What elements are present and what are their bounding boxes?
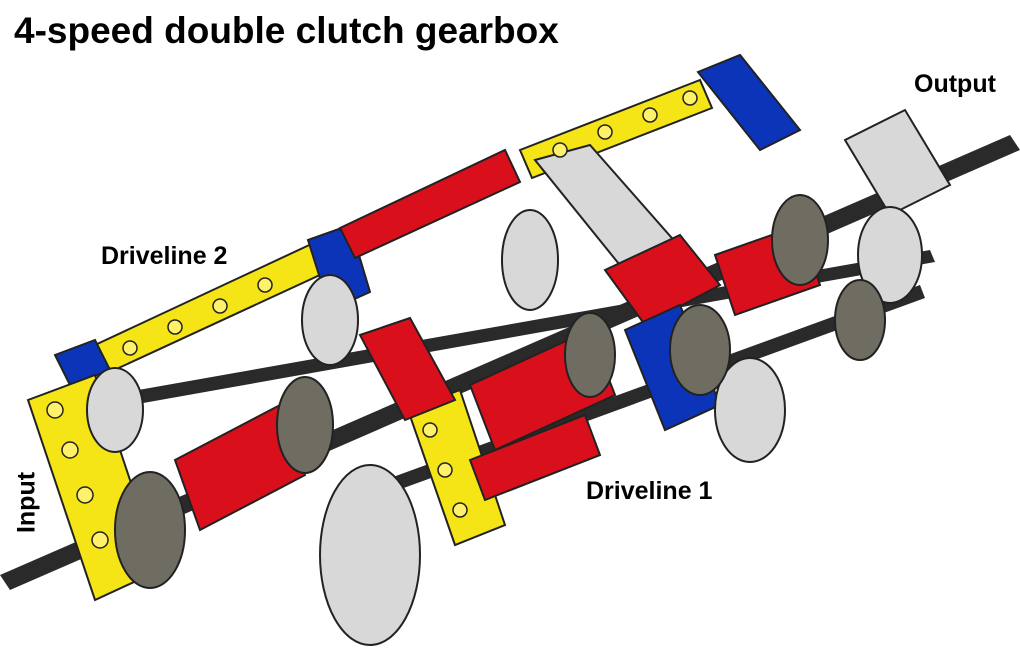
gray-block-right <box>843 108 952 217</box>
gear-driveline-2-left <box>86 367 144 453</box>
stud <box>61 441 79 459</box>
gear-lower-dark <box>669 304 731 396</box>
stud <box>46 401 64 419</box>
gears <box>86 194 923 646</box>
input-label: Input <box>12 471 41 534</box>
stud <box>122 340 138 356</box>
gear-driveline-2-mid <box>301 274 359 366</box>
diagram-title: 4-speed double clutch gearbox <box>14 10 559 51</box>
stud <box>91 531 109 549</box>
stud <box>452 502 468 518</box>
driveline-1-label: Driveline 1 <box>586 477 713 505</box>
clutch-lower-front <box>468 413 602 502</box>
stud-holes <box>46 90 698 549</box>
stud <box>437 462 453 478</box>
output-label: Output <box>914 70 996 98</box>
stud <box>597 124 613 140</box>
stud <box>422 422 438 438</box>
red-block-center <box>603 233 722 327</box>
gear-output-dark <box>771 194 829 286</box>
gear-input-dark <box>114 471 186 589</box>
stud <box>167 319 183 335</box>
gear-output-light <box>857 206 923 304</box>
stud <box>552 142 568 158</box>
gear-right-dark <box>834 279 886 361</box>
driveline-2-label: Driveline 2 <box>101 242 228 270</box>
stud <box>682 90 698 106</box>
clutch-input <box>173 403 307 532</box>
stud <box>257 277 273 293</box>
stud <box>212 298 228 314</box>
gear-lower-light <box>714 357 786 463</box>
red-beam-top <box>338 148 522 260</box>
red-beam-front <box>358 316 457 422</box>
gear-mid-dark <box>276 376 334 474</box>
blue-beam-top-right <box>696 53 802 152</box>
stud <box>642 107 658 123</box>
gear-center-dark <box>564 312 616 398</box>
stud <box>76 486 94 504</box>
gear-center-light <box>501 209 559 311</box>
gear-large-light <box>319 464 421 646</box>
